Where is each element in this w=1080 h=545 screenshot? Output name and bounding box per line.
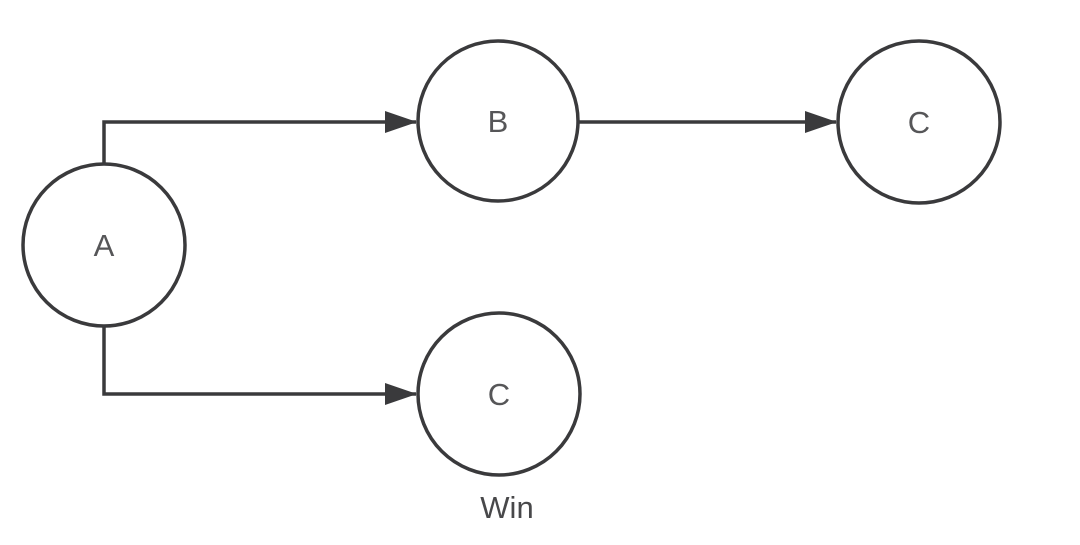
node-C-bottom-label: C [488, 377, 510, 412]
node-C-top-circle [836, 39, 1002, 205]
node-C-bottom-circle [416, 311, 582, 477]
node-C-bottom: C [416, 311, 582, 477]
node-C-top: C [836, 39, 1002, 205]
edge-A-to-B [102, 111, 417, 164]
node-B-label: B [488, 104, 509, 139]
node-B-circle [416, 39, 580, 203]
node-A-circle [21, 162, 187, 328]
edge-A-to-C-bottom [102, 326, 417, 405]
node-A-label: A [94, 228, 115, 263]
node-B: B [416, 39, 580, 203]
node-C-top-label: C [908, 105, 930, 140]
node-A: A [21, 162, 187, 328]
win-caption: Win [480, 490, 533, 525]
